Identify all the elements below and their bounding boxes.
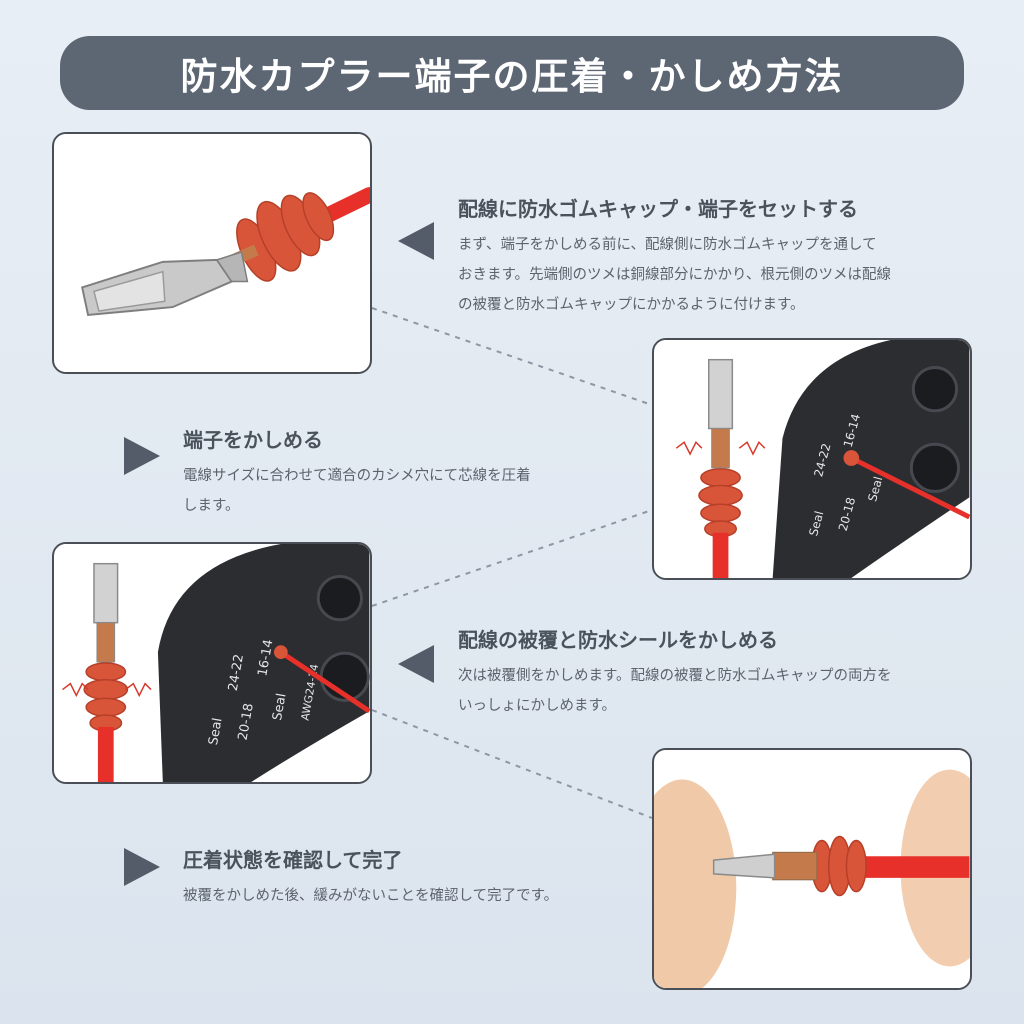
step-crimp-terminal: 端子をかしめる 電線サイズに合わせて適合のカシメ穴にて芯線を圧着 します。 <box>183 424 623 521</box>
step1-line2: おきます。先端側のツメは銅線部分にかかり、根元側のツメは配線 <box>458 267 891 283</box>
tool-label-seal: Seal <box>806 509 826 537</box>
tool-label-seal-2: Seal <box>865 475 885 503</box>
finished-terminal-illustration <box>654 750 970 988</box>
step3-line1: 次は被覆側をかしめます。配線の被覆と防水ゴムキャップの両方を <box>458 668 892 684</box>
connector-line-3 <box>371 709 653 819</box>
step2-line2: します。 <box>183 498 240 514</box>
step2-line1: 電線サイズに合わせて適合のカシメ穴にて芯線を圧着 <box>183 468 531 484</box>
title-banner: 防水カプラー端子の圧着・かしめ方法 <box>60 36 964 110</box>
step2-pointer-icon <box>124 437 160 475</box>
step4-pointer-icon <box>124 848 160 886</box>
tool-label-size-c: 16-14 <box>255 638 276 677</box>
photo-crimp-insulation: 24-22 16-14 20-18 Seal Seal AWG24-14 <box>52 542 372 784</box>
step1-line1: まず、端子をかしめる前に、配線側に防水ゴムキャップを通して <box>458 237 877 253</box>
tool-label-size-b: 20-18 <box>236 702 257 741</box>
step3-heading: 配線の被覆と防水シールをかしめる <box>458 628 778 652</box>
step1-pointer-icon <box>398 222 434 260</box>
step-crimp-insulation-and-seal: 配線の被覆と防水シールをかしめる 次は被覆側をかしめます。配線の被覆と防水ゴムキ… <box>458 624 988 721</box>
crimp-tool-illustration: 24-22 16-14 20-18 Seal Seal <box>654 340 970 578</box>
tool-label-seal-2: Seal <box>270 692 290 722</box>
step3-line2: いっしょにかしめます。 <box>458 698 617 714</box>
tool-label-size-a: 24-22 <box>226 653 247 692</box>
page-title: 防水カプラー端子の圧着・かしめ方法 <box>180 55 844 98</box>
connector-line-1 <box>371 307 653 406</box>
connector-line-2 <box>371 509 653 607</box>
terminal-seal-illustration <box>54 134 370 372</box>
step1-line3: の被覆と防水ゴムキャップにかかるように付けます。 <box>458 297 805 313</box>
step-set-seal-and-terminal: 配線に防水ゴムキャップ・端子をセットする まず、端子をかしめる前に、配線側に防水… <box>458 193 988 320</box>
step1-heading: 配線に防水ゴムキャップ・端子をセットする <box>458 197 858 221</box>
tool-label-seal: Seal <box>206 717 226 747</box>
photo-finished-terminal <box>652 748 972 990</box>
crimp-seal-illustration: 24-22 16-14 20-18 Seal Seal AWG24-14 <box>54 544 370 782</box>
photo-terminal-and-seal <box>52 132 372 374</box>
step4-heading: 圧着状態を確認して完了 <box>183 848 403 872</box>
step2-heading: 端子をかしめる <box>183 428 323 452</box>
photo-crimp-terminal: 24-22 16-14 20-18 Seal Seal <box>652 338 972 580</box>
step-confirm-complete: 圧着状態を確認して完了 被覆をかしめた後、緩みがないことを確認して完了です。 <box>183 844 643 911</box>
step3-pointer-icon <box>398 645 434 683</box>
step4-line1: 被覆をかしめた後、緩みがないことを確認して完了です。 <box>183 888 559 904</box>
